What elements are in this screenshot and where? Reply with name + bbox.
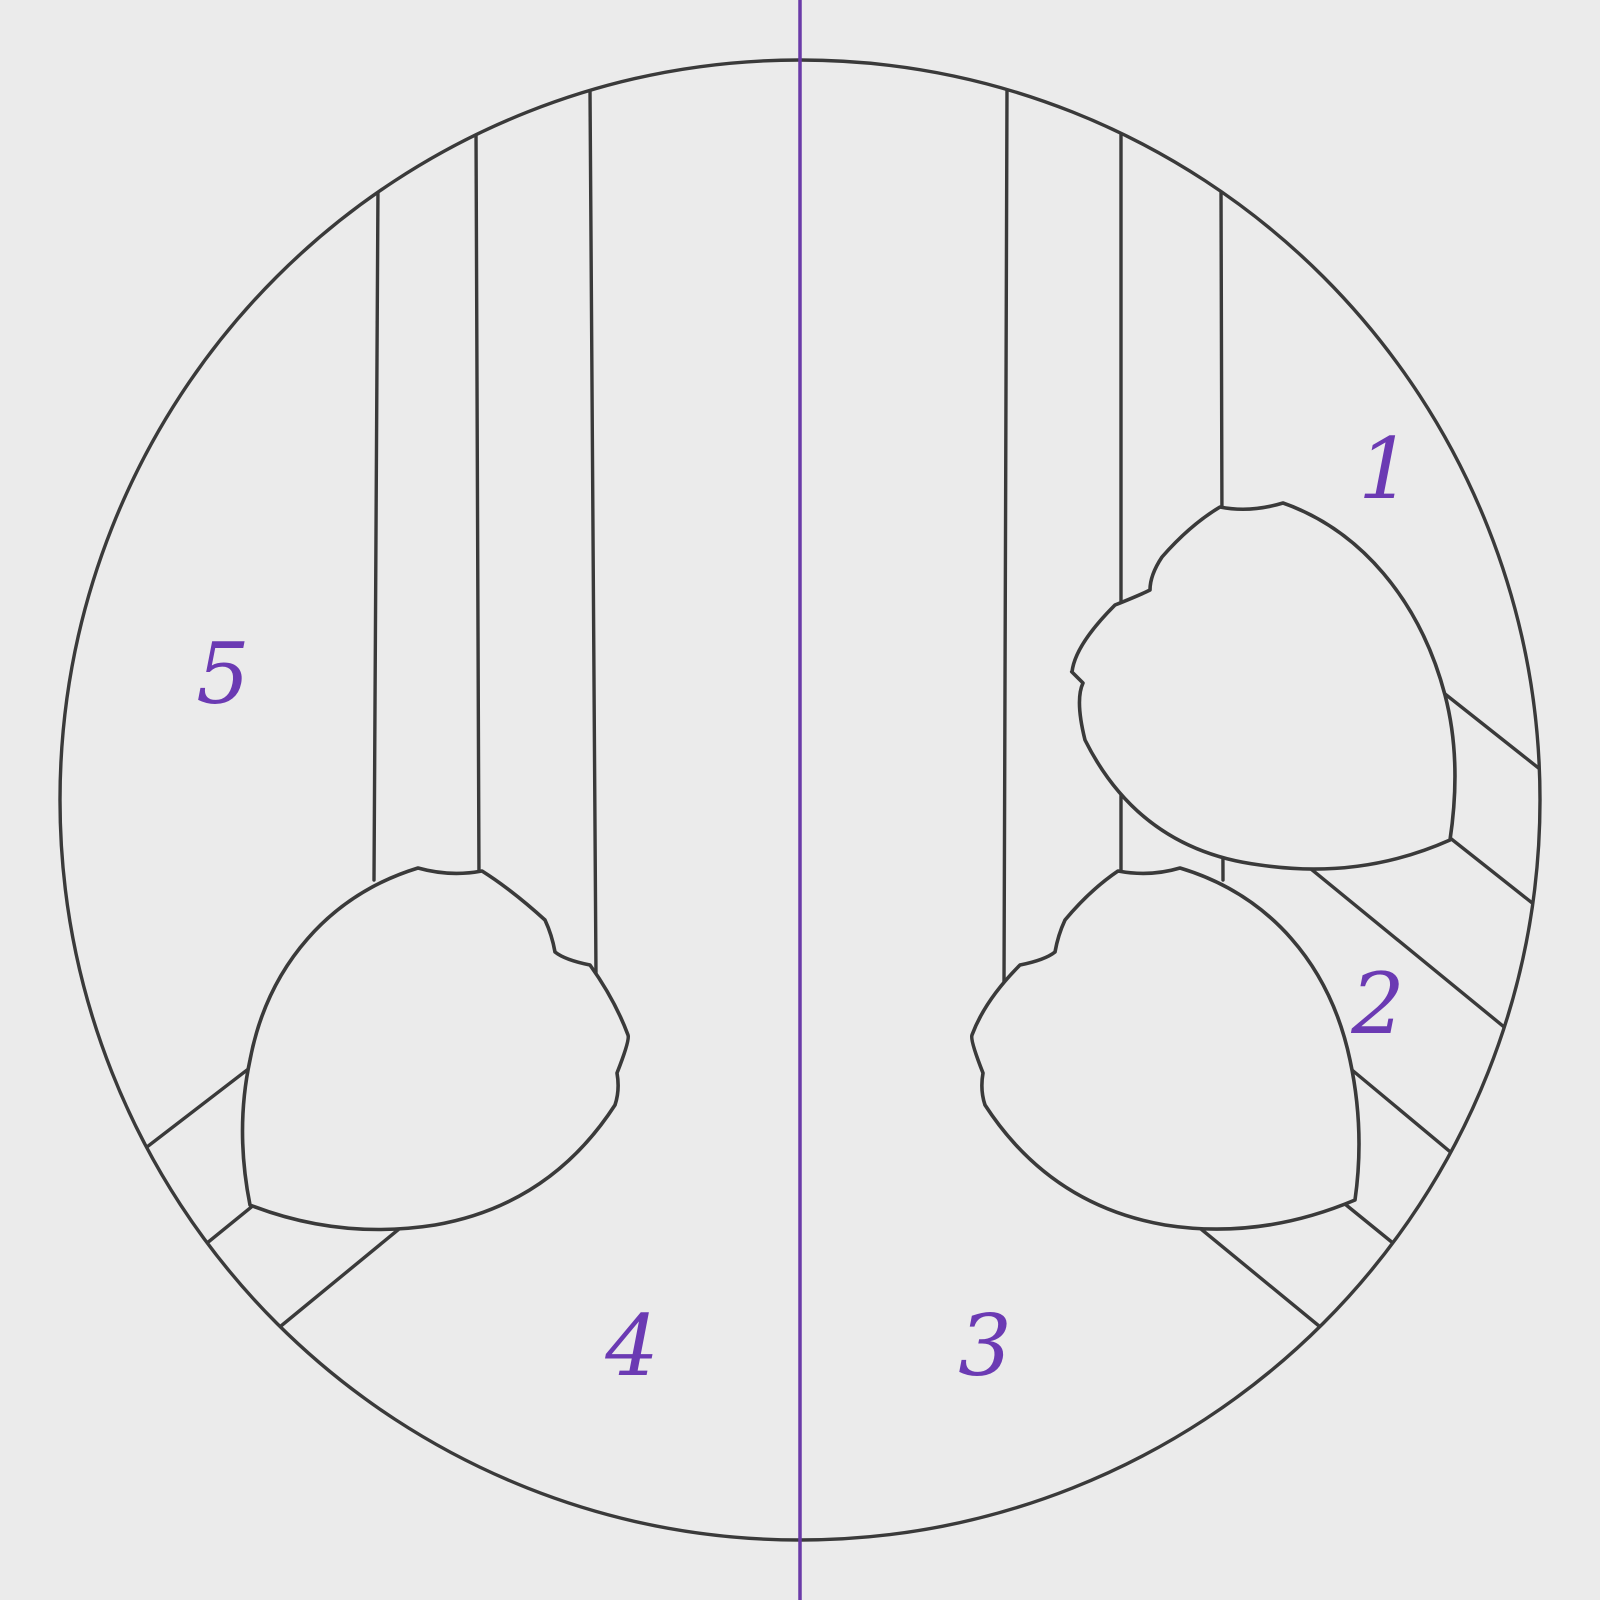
right-diagonal-6 [1188, 1218, 1332, 1337]
left-cane-line-2 [474, 128, 481, 882]
region-label-4: 4 [604, 1297, 658, 1395]
left-diagonal-1 [128, 1058, 262, 1162]
left-cane-line-3 [588, 88, 598, 977]
left-cane-line-1 [372, 183, 380, 882]
right-diagonal-1 [1438, 688, 1540, 787]
lower-left-heart-shape [240, 866, 631, 1232]
left-diagonal-2 [178, 1198, 262, 1267]
right-diagonal-4 [1338, 1058, 1462, 1162]
region-label-3: 3 [958, 1297, 1011, 1395]
region-label-1: 1 [1358, 420, 1411, 518]
region-label-2: 2 [1350, 955, 1404, 1053]
right-diagonal-5 [1338, 1198, 1422, 1267]
right-cane-line-1 [1002, 86, 1009, 987]
region-label-5: 5 [196, 625, 249, 723]
right-diagonal-3 [1298, 858, 1522, 1042]
lower-right-heart-shape [969, 866, 1361, 1231]
left-diagonal-3 [268, 1218, 412, 1337]
right-diagonal-2 [1438, 828, 1540, 927]
upper-right-heart-shape [1069, 501, 1457, 871]
